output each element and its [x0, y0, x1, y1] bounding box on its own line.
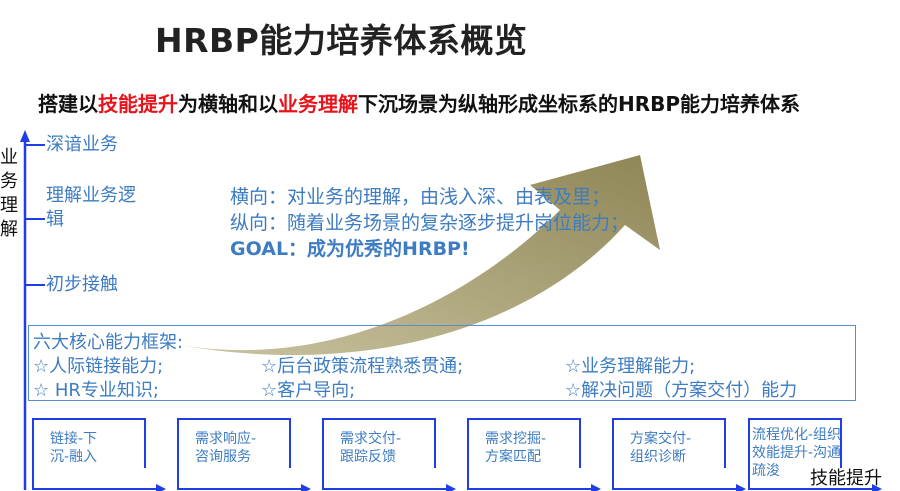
step-label: 需求响应-咨询服务: [195, 431, 257, 465]
page-title: HRBP能力培养体系概览: [155, 21, 528, 60]
x-axis-label: 技能提升: [810, 468, 882, 489]
arrow-right-icon: [301, 484, 311, 491]
subtitle-highlight: 技能提升: [98, 92, 178, 116]
y-axis-label-char: 理: [0, 195, 18, 216]
subtitle-highlight: 业务理解: [278, 92, 358, 116]
y-axis-label-char: 务: [0, 171, 18, 192]
arrow-right-icon: [446, 484, 456, 491]
description-horizontal: 横向：对业务的理解，由浅入深、由表及里；: [230, 186, 611, 208]
arrow-right-icon: [156, 484, 166, 491]
step-label: 链接-下沉-融入: [50, 431, 98, 465]
framework-item: ☆人际链接能力;: [33, 356, 164, 377]
step-box: 需求挖掘-方案匹配: [467, 418, 601, 491]
arrow-right-icon: [872, 484, 882, 491]
level-logic: 理解业务逻辑: [46, 185, 136, 230]
subtitle-text: 为横轴和以: [178, 92, 278, 116]
growth-arrow: [180, 155, 660, 356]
y-axis-arrowhead: [20, 130, 30, 142]
step-label: 流程优化-组织效能提升-沟通疏浚: [752, 427, 842, 479]
arrow-right-icon: [591, 484, 601, 491]
step-label: 需求交付-跟踪反馈: [340, 431, 402, 465]
framework-title: 六大核心能力框架:: [33, 332, 184, 353]
framework-item: ☆后台政策流程熟悉贯通;: [261, 356, 464, 377]
framework-item: ☆解决问题（方案交付）能力: [565, 380, 798, 401]
y-axis-label-char: 解: [0, 219, 18, 240]
description-goal: GOAL：成为优秀的HRBP!: [230, 238, 470, 260]
step-box: 方案交付-组织诊断: [612, 418, 746, 491]
subtitle-text: 搭建以: [38, 92, 98, 116]
step-box: 流程优化-组织效能提升-沟通疏浚: [748, 418, 882, 491]
subtitle-text: 下沉场景为纵轴形成坐标系的HRBP能力培养体系: [358, 92, 801, 116]
description-vertical: 纵向：随着业务场景的复杂逐步提升岗位能力；: [230, 212, 630, 234]
framework-item: ☆业务理解能力;: [565, 356, 696, 377]
framework-item: ☆ HR专业知识;: [33, 380, 159, 401]
y-axis-label-char: 业: [0, 147, 18, 168]
step-label: 方案交付-组织诊断: [630, 431, 692, 465]
step-box: 需求响应-咨询服务: [177, 418, 311, 491]
arrow-right-icon: [736, 484, 746, 491]
framework-box: 六大核心能力框架: ☆人际链接能力; ☆后台政策流程熟悉贯通; ☆业务理解能力;…: [28, 325, 856, 401]
step-box: 链接-下沉-融入: [32, 418, 166, 491]
level-deep: 深谙业务: [46, 134, 118, 155]
framework-item: ☆客户导向;: [261, 380, 356, 401]
step-box: 需求交付-跟踪反馈: [322, 418, 456, 491]
level-initial: 初步接触: [46, 274, 118, 295]
subtitle: 搭建以技能提升为横轴和以业务理解下沉场景为纵轴形成坐标系的HRBP能力培养体系: [38, 88, 800, 117]
step-label: 需求挖掘-方案匹配: [485, 431, 547, 465]
